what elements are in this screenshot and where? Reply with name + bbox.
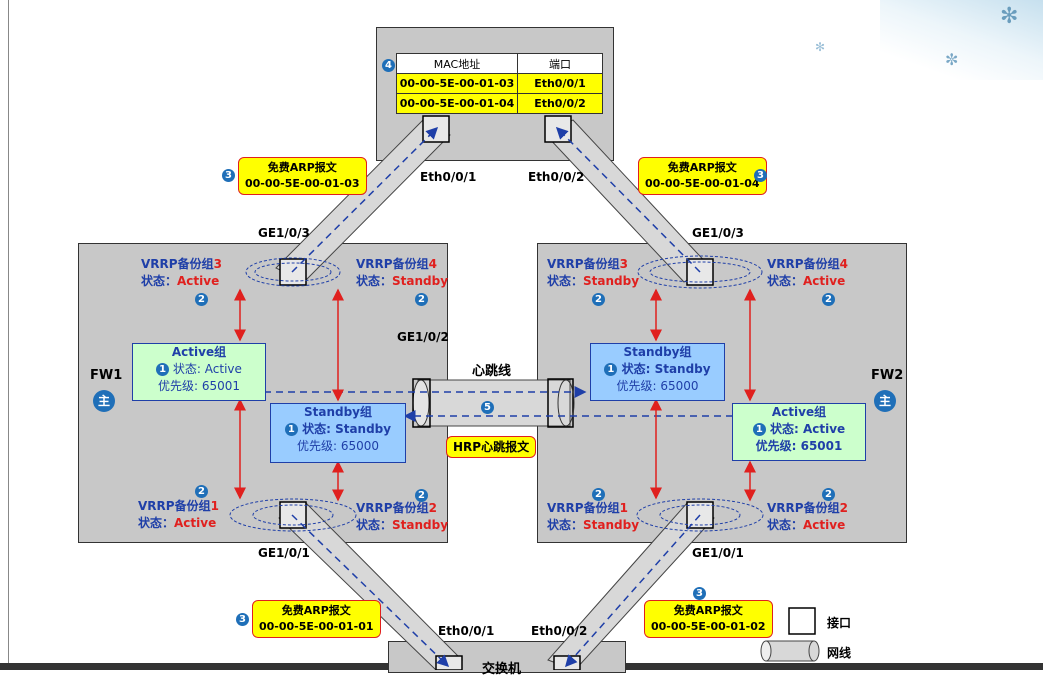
snowflake-icon: ✻ (815, 40, 826, 54)
fw1-vrrp-group-2: VRRP备份组2 状态：Standby (356, 501, 449, 532)
arp-mac: 00-00-5E-00-01-03 (245, 177, 360, 190)
arp-title: 免费ARP报文 (667, 161, 737, 174)
fw1-vrrp-group-4: VRRP备份组4 状态：Standby (356, 257, 449, 288)
step-badge: 2 (415, 289, 428, 308)
arp-title: 免费ARP报文 (267, 161, 337, 174)
mac-cell: 00-00-5E-00-01-04 (396, 93, 518, 114)
fw2-name: FW2 (871, 368, 904, 383)
fw2-master-badge: 主 (874, 390, 896, 412)
arp-step-badge: 3 (754, 165, 767, 184)
fw1-master-badge: 主 (93, 390, 115, 412)
hrp-message-callout: HRP心跳报文 (446, 436, 537, 458)
fw1-standby-group: Standby组 1 状态: Standby 优先级: 65000 (270, 403, 406, 463)
arp-callout-bottom-right: 免费ARP报文 00-00-5E-00-01-02 (644, 600, 773, 638)
bottom-switch-port-right: Eth0/0/2 (531, 624, 588, 638)
arp-mac: 00-00-5E-00-01-02 (651, 620, 766, 633)
step-badge: 2 (415, 485, 428, 504)
arp-step-badge: 3 (236, 609, 249, 628)
step-badge: 2 (195, 289, 208, 308)
mac-header: MAC地址 (396, 53, 518, 74)
step-badge: 2 (822, 484, 835, 503)
step-badge: 2 (195, 481, 208, 500)
fw2-vrrp-group-2: VRRP备份组2 状态：Active (767, 501, 848, 532)
arp-mac: 00-00-5E-00-01-01 (259, 620, 374, 633)
fw2-port-bottom: GE1/0/1 (692, 546, 744, 560)
fw2-vrrp-group-4: VRRP备份组4 状态：Active (767, 257, 848, 288)
fw1-vrrp-group-3: VRRP备份组3 状态：Active (141, 257, 222, 288)
arp-callout-top-right: 免费ARP报文 00-00-5E-00-01-04 (638, 157, 767, 195)
port-cell: Eth0/0/2 (517, 93, 603, 114)
arp-callout-bottom-left: 免费ARP报文 00-00-5E-00-01-01 (252, 600, 381, 638)
fw1-port-top: GE1/0/3 (258, 226, 310, 240)
fw1-port-mid: GE1/0/2 (397, 330, 449, 344)
snowflake-icon: ✻ (1000, 4, 1019, 29)
step-badge: 2 (592, 289, 605, 308)
page-edge (8, 0, 9, 670)
fw2-standby-group: Standby组 1 状态: Standby 优先级: 65000 (590, 343, 725, 401)
fw2-vrrp-group-3: VRRP备份组3 状态：Standby (547, 257, 640, 288)
arp-step-badge: 3 (693, 583, 706, 602)
port-header: 端口 (517, 53, 603, 74)
fw2-active-group: Active组 1 状态: Active 优先级: 65001 (732, 403, 866, 461)
fw2-port-top: GE1/0/3 (692, 226, 744, 240)
arp-title: 免费ARP报文 (673, 604, 743, 617)
step-badge: 2 (592, 484, 605, 503)
fw1-port-bottom: GE1/0/1 (258, 546, 310, 560)
mac-step-badge: 4 (382, 55, 395, 74)
snowflake-icon: ✼ (945, 50, 959, 69)
fw1-active-group: Active组 1 状态: Active 优先级: 65001 (132, 343, 266, 401)
arp-mac: 00-00-5E-00-01-04 (645, 177, 760, 190)
heartbeat-step-badge: 5 (481, 397, 494, 416)
arp-step-badge: 3 (222, 165, 235, 184)
snowflake-decoration (880, 0, 1043, 80)
heartbeat-title: 心跳线 (472, 364, 512, 379)
port-cell: Eth0/0/1 (517, 73, 603, 94)
bottom-switch-port-left: Eth0/0/1 (438, 624, 495, 638)
top-switch-port-right: Eth0/0/2 (528, 170, 585, 184)
top-switch-port-left: Eth0/0/1 (420, 170, 477, 184)
legend-cable-label: 网线 (827, 646, 852, 660)
step-badge: 2 (822, 289, 835, 308)
fw1-name: FW1 (90, 368, 123, 383)
arp-title: 免费ARP报文 (281, 604, 351, 617)
fw1-vrrp-group-1: VRRP备份组1 状态：Active (138, 499, 219, 530)
arp-callout-top-left: 免费ARP报文 00-00-5E-00-01-03 (238, 157, 367, 195)
legend-interface-label: 接口 (827, 616, 852, 630)
fw2-vrrp-group-1: VRRP备份组1 状态：Standby (547, 501, 640, 532)
